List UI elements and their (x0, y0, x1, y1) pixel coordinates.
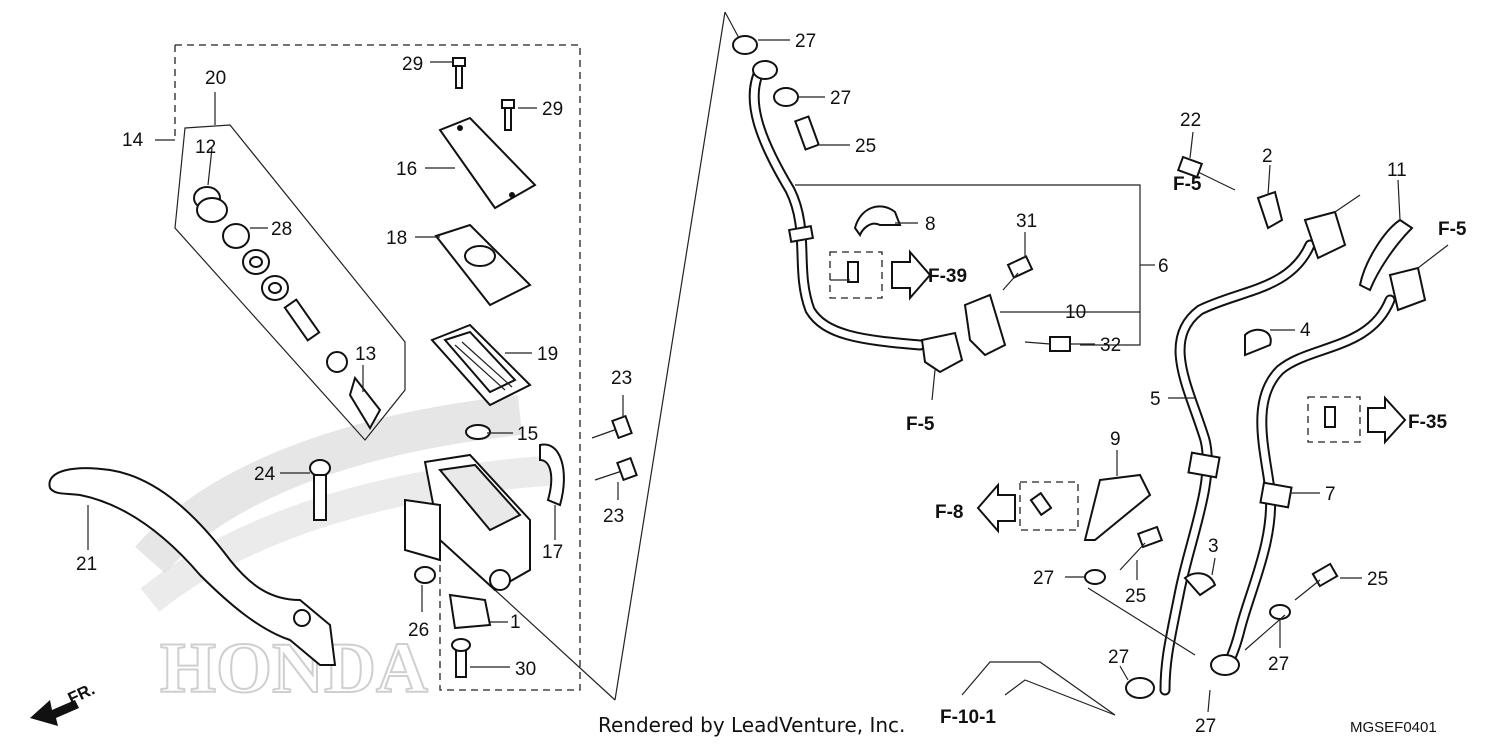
bolts-23 (591, 414, 638, 482)
part-16: 16 (396, 159, 417, 180)
part-23b: 23 (603, 506, 624, 527)
part-18: 18 (386, 228, 407, 249)
screws-29 (452, 57, 515, 131)
leader-lines-left (87, 61, 624, 668)
part-2: 2 (1262, 146, 1273, 167)
piston-kit (193, 186, 382, 430)
ref-f5-b: F-5 (1438, 219, 1467, 240)
part-26: 26 (408, 620, 429, 641)
part-25b: 25 (1125, 586, 1146, 607)
ref-f5-a: F-5 (1173, 174, 1202, 195)
part-32: 32 (1100, 335, 1121, 356)
part-27f: 27 (1195, 716, 1216, 737)
part-17: 17 (542, 542, 563, 563)
part-10: 10 (1065, 302, 1086, 323)
arrow-f8 (976, 482, 1016, 534)
part-24: 24 (254, 464, 276, 485)
small-hardware (309, 459, 492, 678)
leader-lines-right (758, 39, 1449, 716)
part-3: 3 (1208, 536, 1219, 557)
part-12: 12 (195, 137, 216, 158)
detail-box-f39 (829, 251, 883, 299)
arrow-f35 (1367, 395, 1407, 445)
part-31: 31 (1016, 211, 1037, 232)
part-1: 1 (510, 612, 521, 633)
reservoir-parts (430, 116, 537, 407)
part-27b: 27 (830, 88, 851, 109)
part-20: 20 (205, 68, 226, 89)
part-9: 9 (1110, 429, 1121, 450)
part-4: 4 (1300, 320, 1311, 341)
part-labels: 1 2 3 4 5 6 7 8 9 10 11 12 13 14 15 16 1… (76, 31, 1407, 737)
reference-arrows (30, 249, 1407, 726)
reference-labels: F-5 F-5 F-5 F-8 F-35 F-39 F-10-1 FR. (65, 174, 1467, 728)
group-box-14 (175, 44, 581, 691)
part-8: 8 (925, 214, 936, 235)
part-27d: 27 (1108, 647, 1129, 668)
part-25c: 25 (1367, 569, 1388, 590)
part-7: 7 (1325, 484, 1336, 505)
part-15: 15 (517, 424, 538, 445)
holder-17 (465, 424, 565, 507)
part-27e: 27 (1268, 654, 1289, 675)
brake-lever (48, 467, 337, 666)
footer-credit: Rendered by LeadVenture, Inc. (598, 713, 905, 737)
part-19: 19 (537, 344, 558, 365)
arrow-f39 (891, 249, 932, 301)
ref-f8: F-8 (935, 502, 964, 523)
ref-f5-c: F-5 (906, 414, 935, 435)
part-11: 11 (1387, 160, 1407, 181)
part-27a: 27 (795, 31, 816, 52)
detail-box-f8 (1019, 481, 1079, 531)
part-25a: 25 (855, 136, 876, 157)
part-29b: 29 (542, 99, 563, 120)
part-23a: 23 (611, 368, 632, 389)
part-5: 5 (1150, 389, 1161, 410)
lower-hoses (1125, 210, 1427, 699)
part-22: 22 (1180, 110, 1201, 131)
ref-f35: F-35 (1408, 412, 1448, 433)
part-13: 13 (355, 344, 376, 365)
ref-f39: F-39 (928, 266, 967, 287)
part-14: 14 (122, 130, 144, 151)
part-6: 6 (1158, 256, 1169, 277)
group-box-20 (174, 124, 406, 441)
upper-brackets (829, 205, 1071, 357)
part-21: 21 (76, 554, 97, 575)
part-30: 30 (515, 659, 536, 680)
part-28: 28 (271, 219, 292, 240)
right-hardware (1019, 155, 1414, 620)
ref-f10-1: F-10-1 (940, 707, 996, 728)
front-arrow-icon (30, 700, 79, 726)
part-27c: 27 (1033, 568, 1054, 589)
diagram-code: MGSEF0401 (1350, 719, 1437, 736)
upper-hose (732, 35, 964, 374)
master-cylinder-body (404, 453, 531, 592)
part-29a: 29 (402, 54, 423, 75)
detail-box-f35 (1307, 396, 1361, 443)
